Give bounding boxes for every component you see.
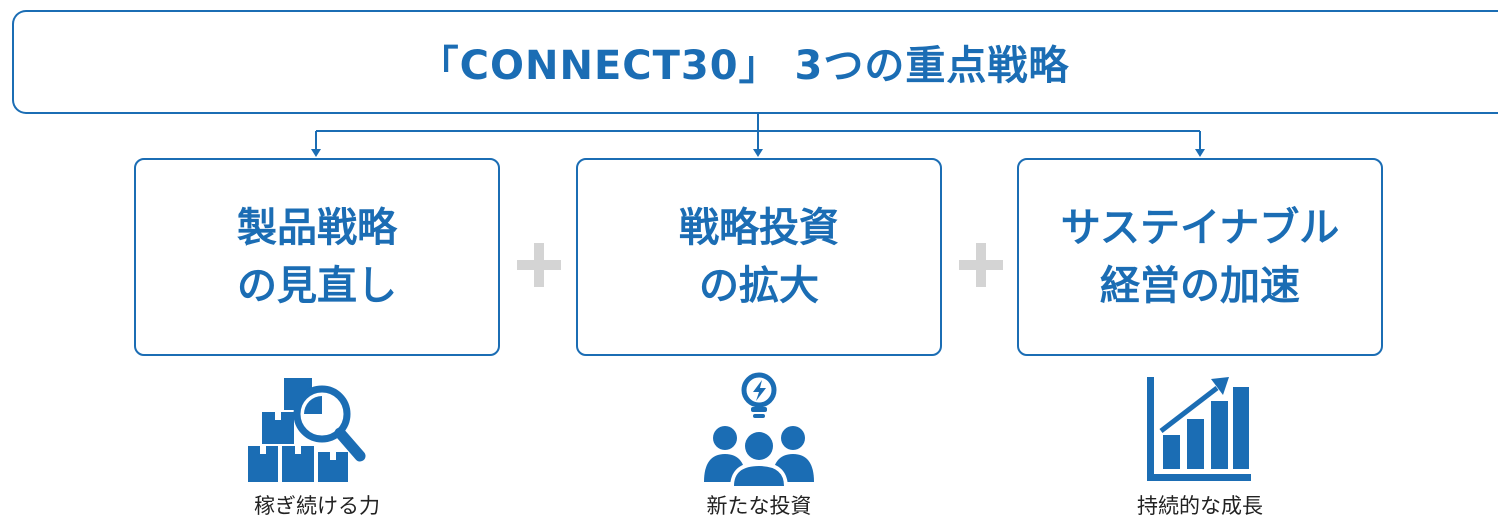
arrow-head-1: [311, 149, 321, 157]
plus-icon: [959, 243, 1003, 287]
strategy-box-product: 製品戦略 の見直し: [134, 158, 500, 356]
strategy-label-line1: 製品戦略: [237, 205, 397, 251]
strategy-label-line1: 戦略投資: [679, 205, 839, 251]
arrow-head-3: [1195, 149, 1205, 157]
strategy-box-sustainable: サステイナブル 経営の加速: [1017, 158, 1383, 356]
title-box: 「CONNECT30」 3つの重点戦略: [12, 10, 1498, 114]
strategy-label-line2: 経営の加速: [1100, 263, 1300, 309]
caption-new-investment: 新たな投資: [706, 494, 812, 518]
page-title: 「CONNECT30」 3つの重点戦略: [418, 43, 1070, 89]
strategy-label-line1: サステイナブル: [1060, 205, 1340, 251]
caption-sustainable-growth: 持続的な成長: [1137, 494, 1263, 518]
boxes-magnifier-icon: [248, 378, 366, 482]
strategy-box-investment: 戦略投資 の拡大: [576, 158, 942, 356]
arrow-head-2: [753, 149, 763, 157]
growth-chart-icon: [1147, 377, 1251, 481]
caption-earning-power: 稼ぎ続ける力: [254, 494, 380, 518]
team-lightbulb-icon: [704, 372, 814, 488]
strategy-label-line2: の見直し: [237, 263, 397, 309]
plus-icon: [517, 243, 561, 287]
strategy-label-line2: の拡大: [699, 263, 819, 309]
